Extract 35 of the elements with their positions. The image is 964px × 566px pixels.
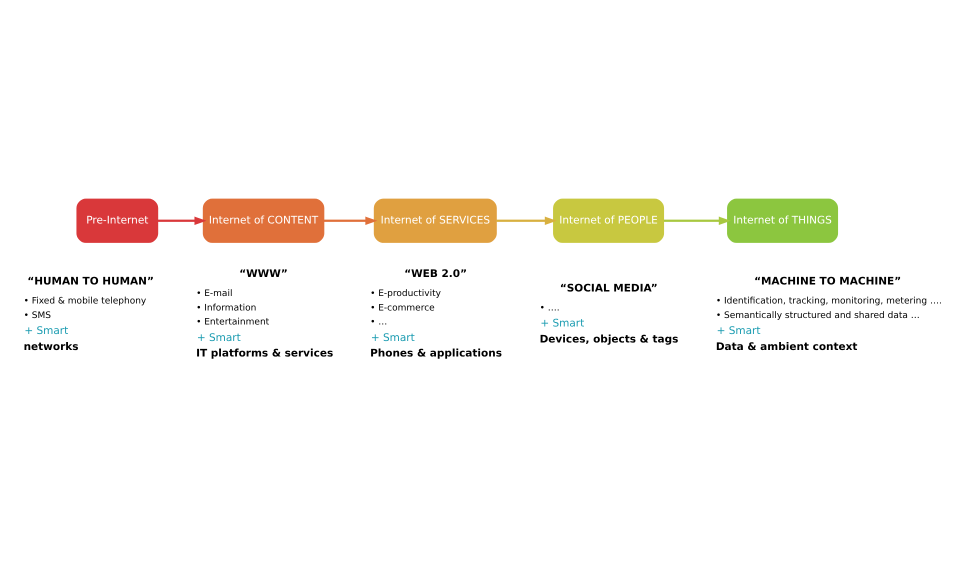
node-label: + Smart <box>370 332 415 344</box>
node-label: “SOCIAL MEDIA” <box>560 282 658 294</box>
arrow <box>496 216 557 225</box>
node-box: Internet of CONTENT <box>202 198 324 243</box>
node-box: Internet of PEOPLE <box>553 198 664 243</box>
node-label: • Fixed & mobile telephony <box>24 296 146 307</box>
arrow <box>324 216 378 225</box>
node-box: Pre-Internet <box>76 198 158 243</box>
node-label: Devices, objects & tags <box>540 333 678 346</box>
node-label: + Smart <box>716 325 760 338</box>
node-label: “WWW” <box>239 268 288 280</box>
arrow <box>158 216 206 225</box>
node-label: “MACHINE TO MACHINE” <box>754 276 902 288</box>
node-label: • E-mail <box>196 289 232 300</box>
node-label: • E-productivity <box>370 289 441 300</box>
node-label: Phones & applications <box>370 348 502 360</box>
node-label: • …. <box>540 303 560 314</box>
node-label: • Semantically structured and shared data … <box>716 310 920 321</box>
node-label: • SMS <box>24 310 51 321</box>
node-label: networks <box>24 340 79 353</box>
node-label: • Entertainment <box>196 318 270 328</box>
node-label: + Smart <box>540 318 584 330</box>
node-label: IT platforms & services <box>196 348 334 360</box>
node-label: “WEB 2.0” <box>404 268 468 280</box>
node-box: Internet of SERVICES <box>374 198 497 243</box>
node-label: • … <box>370 318 388 328</box>
node-label: • Identification, tracking, monitoring, metering …. <box>716 296 942 307</box>
node-label: • E-commerce <box>370 303 435 314</box>
node-label: + Smart <box>24 325 68 338</box>
node-label: • Information <box>196 303 256 314</box>
node-box: Internet of THINGS <box>727 198 838 243</box>
node-label: “HUMAN TO HUMAN” <box>27 276 154 288</box>
node-label: Data & ambient context <box>716 340 858 353</box>
node-label: + Smart <box>196 332 241 344</box>
arrow <box>664 216 731 225</box>
